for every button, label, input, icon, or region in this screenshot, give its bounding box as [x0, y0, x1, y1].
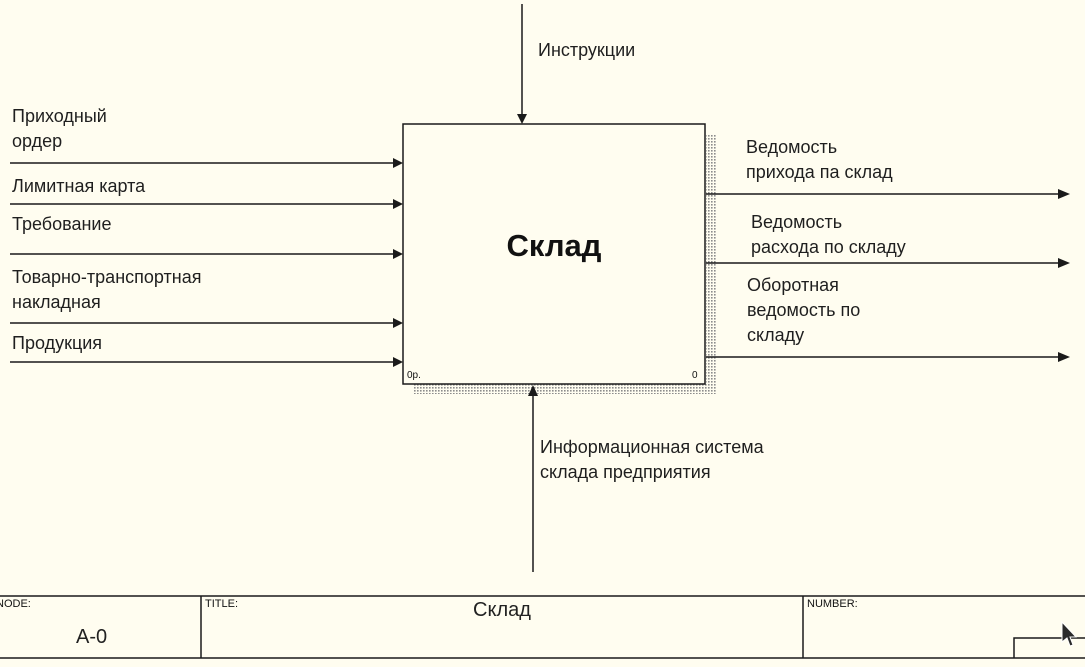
activity-box-shadow: [706, 134, 716, 394]
input-label-line: Товарно-транспортная: [12, 267, 202, 287]
output-label-line: Ведомость: [746, 137, 838, 157]
input-label-line: Продукция: [12, 333, 103, 353]
input-label-prikhodny-order: Приходный ордер: [12, 104, 107, 154]
activity-cost-label: 0р.: [407, 370, 421, 381]
output-label-oborotnaya-vedomost: Оборотная ведомость по складу: [747, 273, 860, 348]
output-label-line: расхода по складу: [751, 237, 906, 257]
output-label-line: ведомость по: [747, 300, 861, 320]
frame-node-value: A-0: [76, 626, 108, 648]
output-label-line: Ведомость: [751, 212, 843, 232]
activity-title: Склад: [506, 228, 602, 263]
mechanism-arrow-info-system[interactable]: [528, 385, 538, 572]
diagram-frame: [0, 595, 1085, 659]
output-arrow-vedomost-raskhoda[interactable]: [706, 258, 1070, 268]
input-label-trebovanie: Требование: [12, 212, 112, 237]
frame-node-caption: NODE:: [0, 598, 31, 610]
input-arrow-limitnaya-karta[interactable]: [10, 199, 403, 209]
output-label-line: складу: [747, 325, 805, 345]
control-arrow-instructions[interactable]: [517, 4, 527, 124]
output-arrow-vedomost-prikhoda[interactable]: [706, 189, 1070, 199]
mechanism-label-line: склада предприятия: [540, 462, 711, 482]
frame-title-caption: TITLE:: [205, 598, 239, 610]
output-label-line: Оборотная: [747, 275, 839, 295]
control-label: Инструкции: [538, 38, 635, 63]
input-label-limitnaya-karta: Лимитная карта: [12, 174, 145, 199]
activity-box[interactable]: [402, 123, 706, 385]
input-arrow-produktsiya[interactable]: [10, 357, 403, 367]
input-arrow-ttn[interactable]: [10, 318, 403, 328]
mouse-cursor-icon: [1061, 620, 1078, 647]
output-label-vedomost-raskhoda: Ведомость расхода по складу: [751, 210, 906, 260]
input-label-line: Требование: [12, 214, 112, 234]
output-arrow-oborotnaya-vedomost[interactable]: [706, 352, 1070, 362]
output-label-line: прихода па склад: [746, 162, 893, 182]
input-label-ttn: Товарно-транспортная накладная: [12, 265, 201, 315]
input-label-line: Приходный: [12, 106, 107, 126]
input-label-line: накладная: [12, 292, 101, 312]
output-label-vedomost-prikhoda: Ведомость прихода па склад: [746, 135, 893, 185]
activity-number-label: 0: [692, 370, 698, 381]
input-arrow-trebovanie[interactable]: [10, 249, 403, 259]
mechanism-label-line: Информационная система: [540, 437, 764, 457]
activity-box-shadow-bottom: [414, 384, 716, 394]
input-label-line: ордер: [12, 131, 63, 151]
input-label-produktsiya: Продукция: [12, 331, 102, 356]
mechanism-label: Информационная система склада предприяти…: [540, 435, 764, 485]
frame-title-value: Склад: [473, 599, 531, 621]
input-arrow-prikhodny-order[interactable]: [10, 158, 403, 168]
frame-number-caption: NUMBER:: [807, 598, 858, 610]
input-label-line: Лимитная карта: [12, 176, 146, 196]
control-label-line: Инструкции: [538, 40, 636, 60]
